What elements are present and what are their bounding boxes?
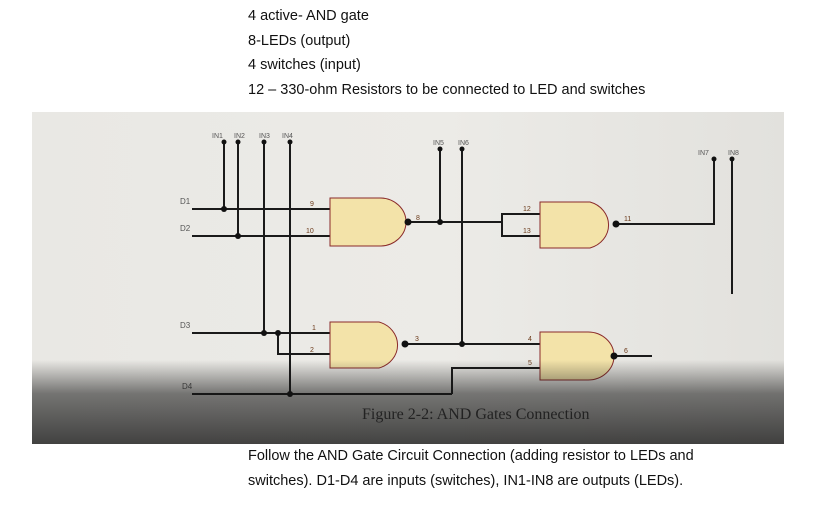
terminal-dot	[437, 146, 443, 152]
wire-g2-b	[501, 222, 540, 237]
wire-g3-b	[277, 333, 330, 355]
terminal-dot	[711, 156, 717, 162]
junction-dot	[261, 330, 267, 336]
junction-dot	[235, 233, 241, 239]
label-in6: IN6	[458, 140, 469, 147]
pin-g3-b: 2	[310, 347, 314, 354]
gates	[329, 197, 620, 381]
pin-g1-a: 9	[310, 201, 314, 208]
and-gate-1	[329, 197, 407, 247]
pin-g3-a: 1	[312, 325, 316, 332]
output-labels: IN1 IN2 IN3 IN4 IN5 IN6 IN7 IN8	[212, 133, 739, 157]
label-in5: IN5	[433, 140, 444, 147]
intro-line-switches: 4 switches (input)	[248, 57, 361, 73]
gate-1-output-dot	[404, 218, 412, 226]
pin-g1-out: 8	[416, 215, 420, 222]
label-in4: IN4	[282, 133, 293, 140]
pin-g1-b: 10	[306, 228, 314, 235]
terminal-dot	[261, 139, 267, 145]
junction-dot	[275, 330, 281, 336]
terminal-dot	[459, 146, 465, 152]
wires	[192, 144, 733, 395]
terminal-dot	[729, 156, 735, 162]
photo-shadow	[32, 360, 784, 444]
label-in7: IN7	[698, 150, 709, 157]
pin-g4-a: 4	[528, 336, 532, 343]
terminal-dot	[221, 139, 227, 145]
pin-g2-out: 11	[624, 216, 631, 223]
terminal-dot	[235, 139, 241, 145]
pin-g3-out: 3	[415, 336, 419, 343]
instructions-line-1: Follow the AND Gate Circuit Connection (…	[248, 448, 694, 464]
pin-g2-b: 13	[523, 228, 531, 235]
label-d3: D3	[180, 321, 191, 330]
label-in1: IN1	[212, 133, 223, 140]
circuit-diagram: D1 D2 D3 D4 IN1 IN2 IN3 IN4 IN5 IN6 IN7 …	[180, 133, 739, 397]
label-d2: D2	[180, 224, 191, 233]
pin-g2-a: 12	[523, 206, 531, 213]
and-gate-2	[539, 201, 610, 249]
instructions-line-2: switches). D1-D4 are inputs (switches), …	[248, 472, 684, 489]
gate-4-output-dot	[610, 352, 618, 360]
wire-g2-out	[615, 160, 715, 225]
label-in8: IN8	[728, 150, 739, 157]
junction-dot	[459, 341, 465, 347]
intro-line-gates: 4 active- AND gate	[248, 8, 369, 24]
junctions	[221, 139, 735, 397]
intro-line-resistors: 12 – 330-ohm Resistors to be connected t…	[248, 81, 646, 98]
circuit-figure-photo: D1 D2 D3 D4 IN1 IN2 IN3 IN4 IN5 IN6 IN7 …	[32, 112, 784, 444]
terminal-dot	[287, 139, 293, 145]
gate-2-output-dot	[612, 220, 620, 228]
pin-g4-out: 6	[624, 348, 628, 355]
intro-text: 4 active- AND gate 8-LEDs (output) 4 swi…	[248, 4, 645, 102]
label-in2: IN2	[234, 133, 245, 140]
junction-dot	[437, 219, 443, 225]
figure-caption: Figure 2-2: AND Gates Connection	[362, 406, 590, 423]
wire-g2-a	[501, 213, 540, 222]
intro-line-leds: 8-LEDs (output)	[248, 32, 351, 49]
junction-dot	[221, 206, 227, 212]
label-in3: IN3	[259, 133, 270, 140]
gate-3-output-dot	[401, 340, 409, 348]
instructions-text: Follow the AND Gate Circuit Connection (…	[248, 444, 788, 493]
label-d1: D1	[180, 197, 191, 206]
